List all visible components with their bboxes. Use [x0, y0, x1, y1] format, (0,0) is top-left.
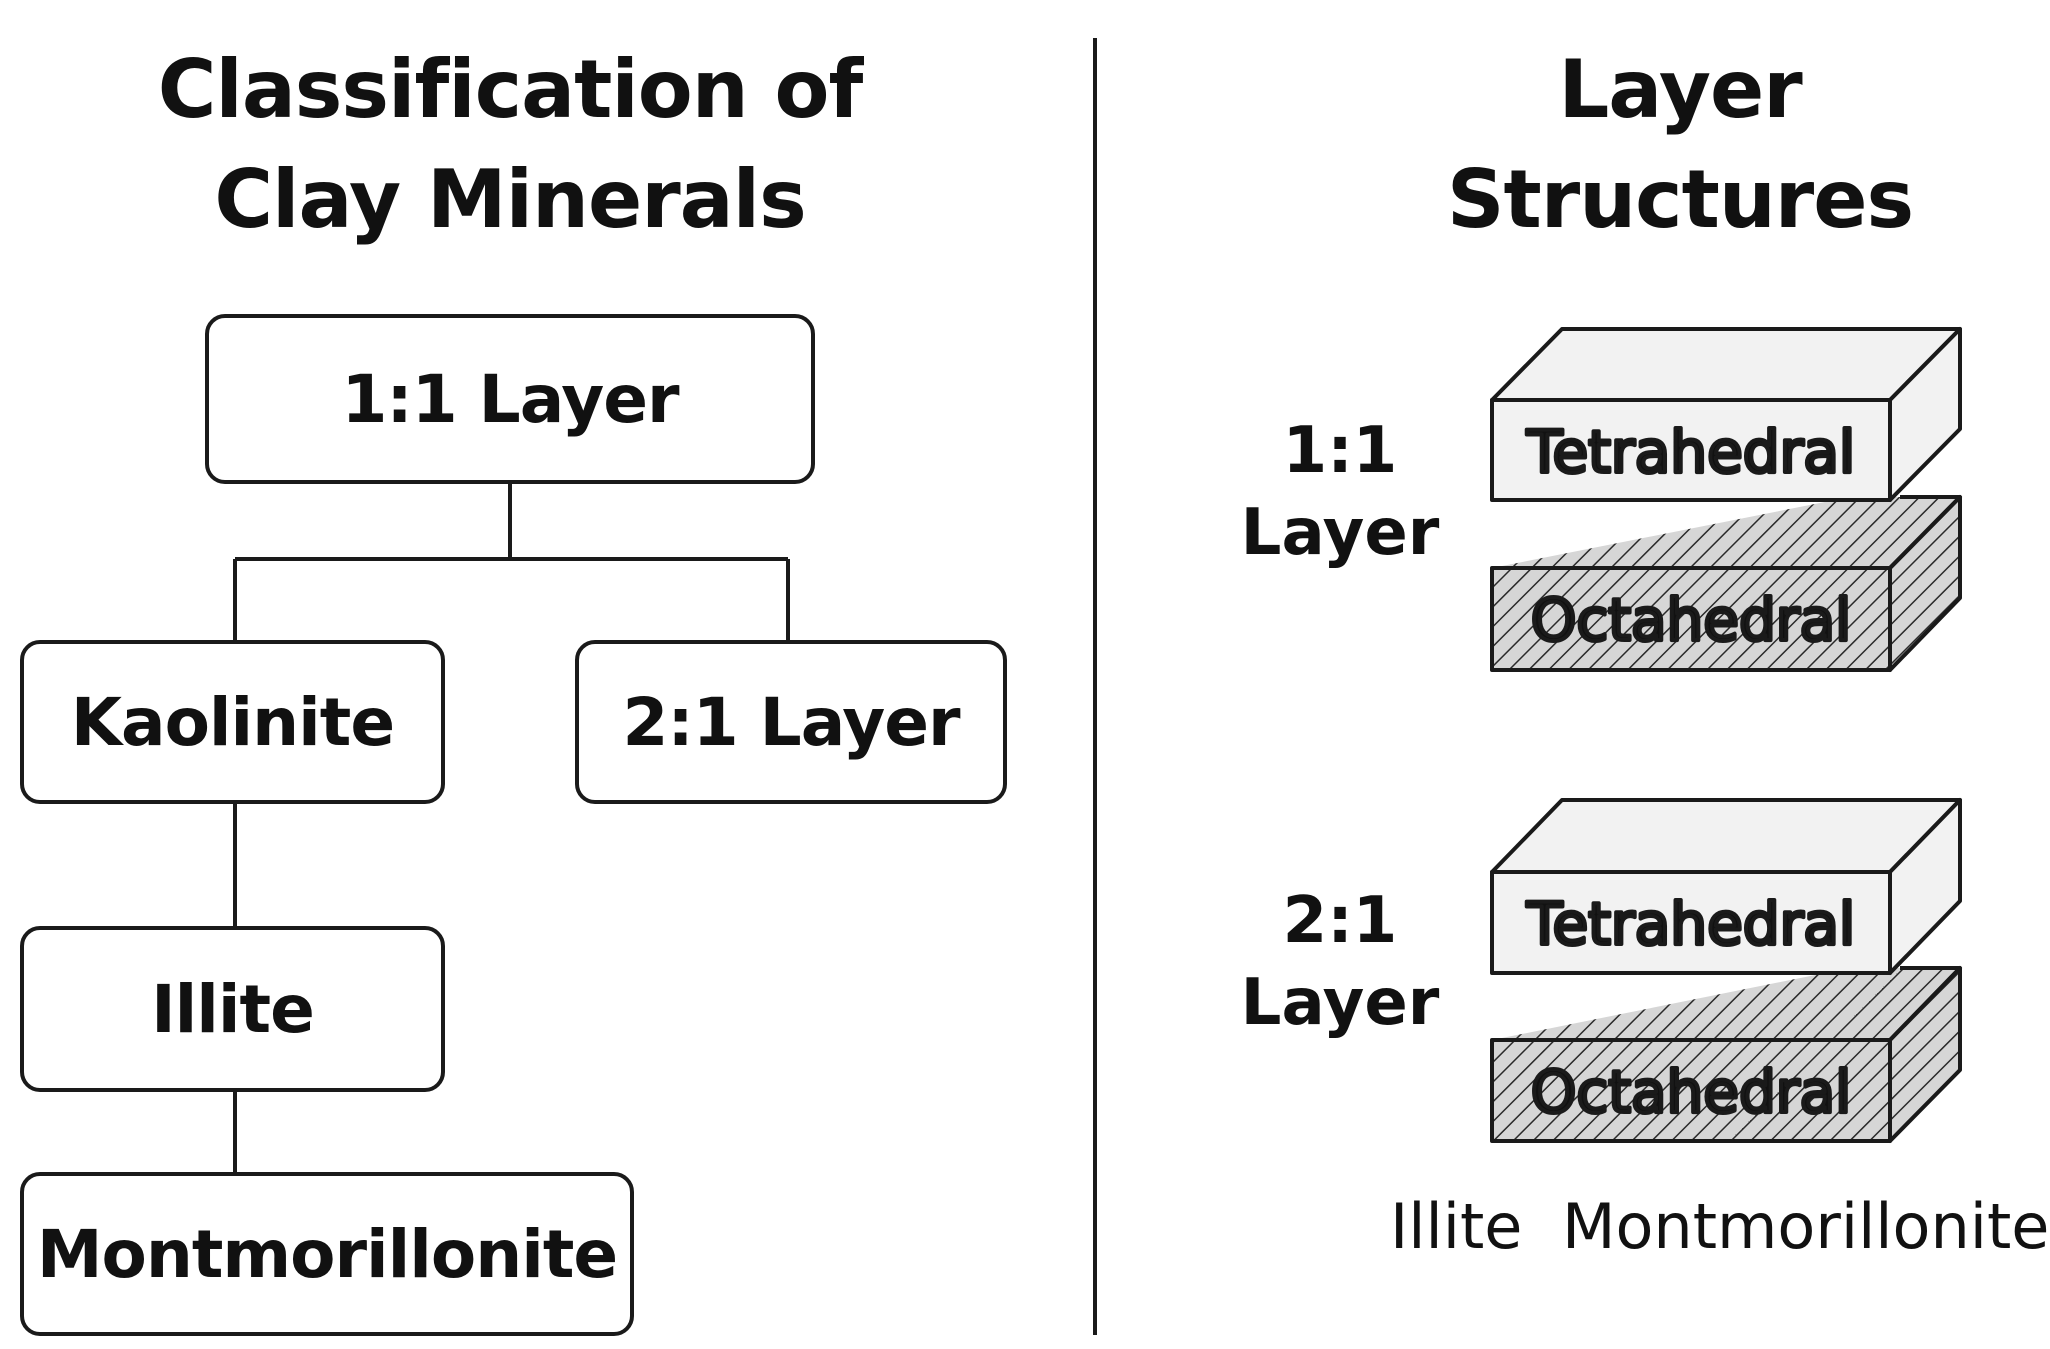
octahedral-slab-2-front — [1490, 1038, 1892, 1143]
left-title-line-1: Classification of — [157, 43, 864, 136]
structure-2-label: 2:1 Layer — [1225, 880, 1455, 1044]
left-title-line-2: Clay Minerals — [214, 153, 806, 246]
left-panel-title: Classification of Clay Minerals — [60, 35, 960, 255]
node-illite: Illite — [20, 926, 445, 1092]
structure-1-label-word: Layer — [1240, 496, 1440, 570]
octahedral-label-1: Octahedral — [1531, 586, 1852, 654]
node-kaolinite: Kaolinite — [20, 640, 445, 804]
tetrahedral-label-2: Tetrahedral — [1526, 890, 1855, 958]
octahedral-slab-2-top — [1492, 968, 1960, 1040]
structure-2-graphic: Tetrahedral Octahedral — [1490, 798, 1962, 1143]
node-2-1-layer: 2:1 Layer — [575, 640, 1007, 804]
octahedral-slab-1-front — [1490, 566, 1892, 672]
right-panel-title: Layer Structures — [1446, 43, 1914, 246]
tetrahedral-label-1: Tetrahedral — [1526, 418, 1855, 486]
octahedral-slab-1-top — [1492, 497, 1960, 568]
structure-1-label: 1:1 Layer — [1225, 410, 1455, 574]
octahedral-slab-1-edge — [1888, 495, 1962, 570]
tree-connectors — [233, 484, 790, 1172]
octahedral-slab-2-edge — [1888, 966, 1962, 1042]
tetrahedral-slab-2-front — [1490, 870, 1892, 975]
tetrahedral-slab-2-top — [1490, 798, 1962, 874]
caption-montmorillonite: Montmorillonite — [1562, 1190, 2050, 1263]
structure-1-label-ratio: 1:1 — [1282, 414, 1398, 488]
node-1-1-layer: 1:1 Layer — [205, 314, 815, 484]
structure-1-graphic: Tetrahedral Octahedral — [1490, 327, 1962, 672]
node-montmorillonite: Montmorillonite — [20, 1172, 634, 1336]
octahedral-label-2: Octahedral — [1531, 1058, 1852, 1126]
structure-2-label-ratio: 2:1 — [1282, 884, 1398, 958]
tetrahedral-slab-1-top — [1490, 327, 1962, 402]
caption-illite: Illite — [1390, 1190, 1523, 1263]
tetrahedral-slab-1-front — [1490, 398, 1892, 502]
structure-2-label-word: Layer — [1240, 966, 1440, 1040]
